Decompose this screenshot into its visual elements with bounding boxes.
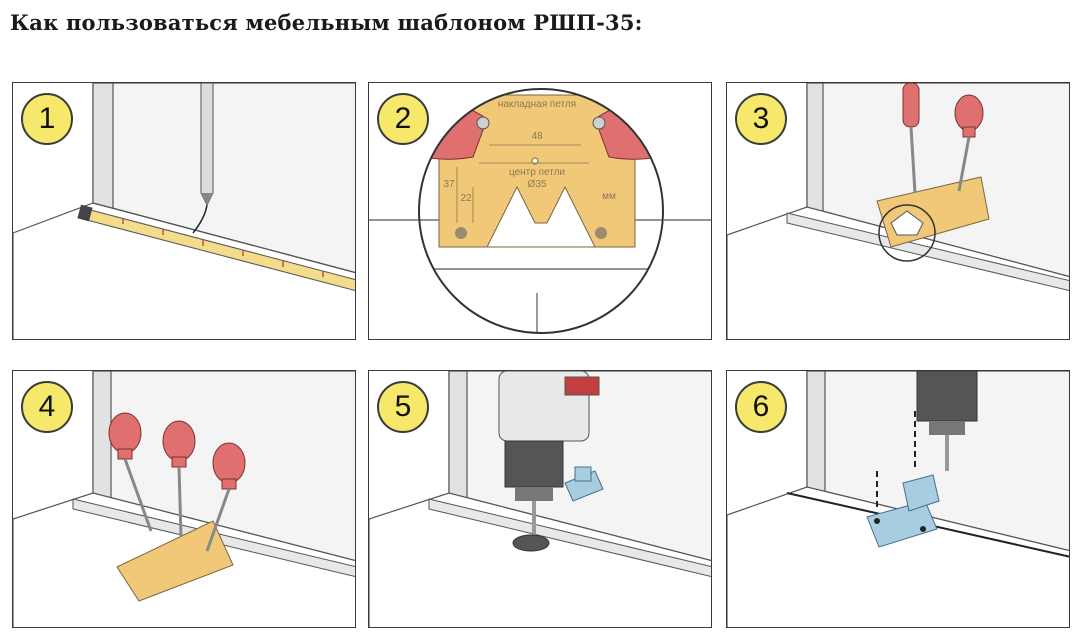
step-6-panel: 6: [726, 370, 1070, 628]
step-number-badge: 2: [377, 93, 429, 145]
label-unit: мм: [602, 191, 616, 202]
step-number-badge: 4: [21, 381, 73, 433]
step-4-panel: 4: [12, 370, 356, 628]
drilled-hole-icon: [513, 535, 549, 551]
step-2-panel: 2 накладная петля 48: [368, 82, 712, 340]
step-number-badge: 5: [377, 381, 429, 433]
step-number-badge: 3: [735, 93, 787, 145]
step-number-badge: 1: [21, 93, 73, 145]
step-number-badge: 6: [735, 381, 787, 433]
page-title: Как пользоваться мебельным шаблоном РШП-…: [10, 10, 643, 35]
label-hinge-center: центр петли: [509, 167, 565, 178]
step-1-panel: 1: [12, 82, 356, 340]
label-dim-22: 22: [460, 193, 472, 204]
label-dim-48: 48: [531, 131, 543, 142]
label-diameter: Ø35: [528, 179, 547, 190]
step-3-panel: 3: [726, 82, 1070, 340]
label-dim-37: 37: [443, 179, 455, 190]
step-5-panel: 5: [368, 370, 712, 628]
label-overlay-hinge: накладная петля: [498, 99, 576, 110]
